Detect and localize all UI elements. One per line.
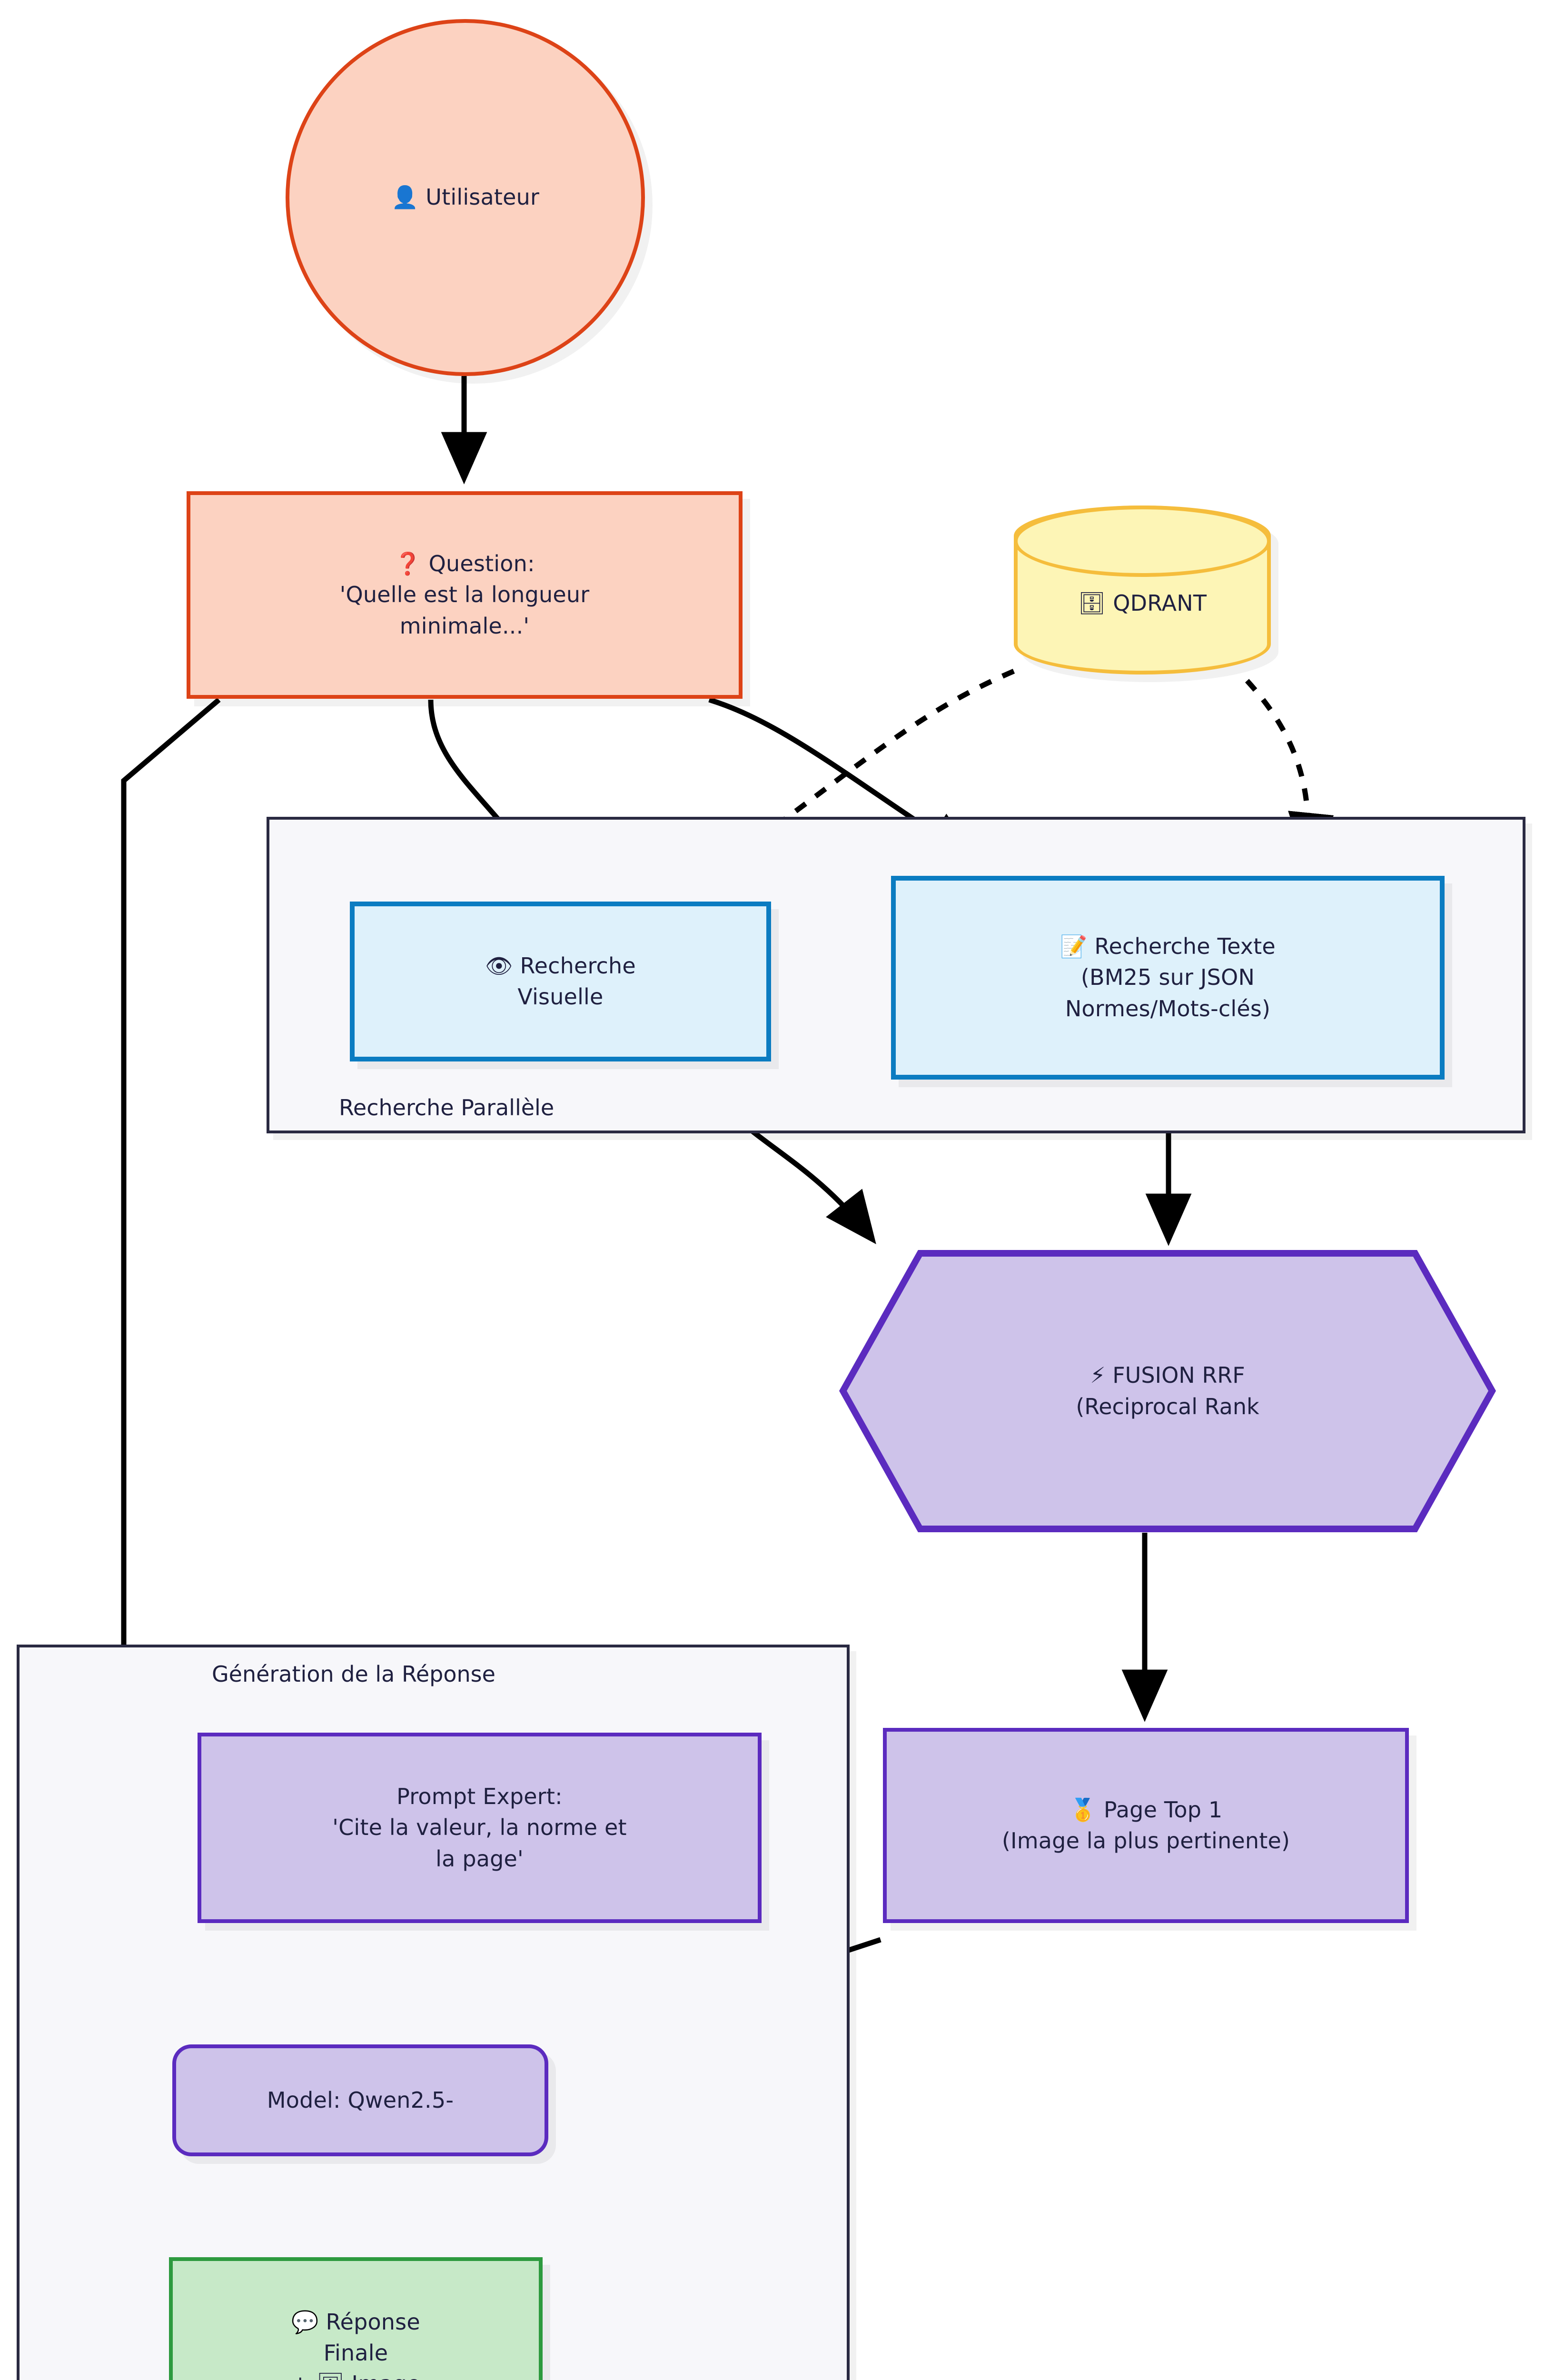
cylinder-cap [1014, 506, 1271, 577]
node-page-top-1[interactable]: 🥇 Page Top 1 (Image la plus pertinente) [883, 1728, 1409, 1923]
node-utilisateur-label: Utilisateur [426, 184, 540, 210]
node-question-line3: minimale...' [399, 613, 530, 639]
eye-icon: 👁 [485, 952, 513, 979]
node-model-label: Model: Qwen2.5- [267, 2087, 454, 2113]
node-reponse-finale-line2: Finale [323, 2340, 388, 2366]
node-utilisateur[interactable]: 👤 Utilisateur [286, 19, 645, 376]
node-reponse-finale[interactable]: 💬 Réponse Finale + 🖼 Image [169, 2257, 543, 2380]
node-prompt-expert-line3: la page' [436, 1845, 524, 1872]
node-fusion-rrf[interactable]: ⚡ FUSION RRF (Reciprocal Rank [839, 1250, 1496, 1533]
person-icon: 👤 [391, 184, 419, 210]
node-qdrant[interactable]: 🗄 QDRANT [1014, 506, 1271, 674]
speech-balloon-icon: 💬 [291, 2309, 319, 2335]
node-question-line2: 'Quelle est la longueur [339, 582, 590, 608]
node-fusion-line1: FUSION RRF [1112, 1362, 1245, 1388]
node-prompt-expert[interactable]: Prompt Expert: 'Cite la valeur, la norme… [198, 1733, 762, 1923]
node-page-top-1-line2: (Image la plus pertinente) [1001, 1828, 1290, 1854]
framed-picture-icon: 🖼 [317, 2371, 345, 2380]
node-recherche-texte-line3: Normes/Mots-clés) [1065, 995, 1271, 1021]
node-reponse-finale-line1: Réponse [326, 2309, 420, 2335]
subgraph-recherche-parallele-title: Recherche Parallèle [339, 1095, 555, 1121]
node-recherche-visuelle-line1: Recherche [520, 952, 636, 979]
node-page-top-1-line1: Page Top 1 [1103, 1796, 1223, 1823]
node-qdrant-label: QDRANT [1113, 590, 1207, 616]
node-recherche-visuelle-line2: Visuelle [517, 984, 604, 1010]
hexagon-shape [839, 1250, 1496, 1532]
node-fusion-line2: (Reciprocal Rank [1076, 1393, 1259, 1419]
node-question[interactable]: ❓ Question: 'Quelle est la longueur mini… [187, 491, 743, 699]
node-recherche-texte-line1: Recherche Texte [1094, 933, 1276, 960]
medal-icon: 🥇 [1069, 1796, 1097, 1823]
node-prompt-expert-line1: Prompt Expert: [396, 1784, 563, 1810]
subgraph-generation-title: Génération de la Réponse [212, 1661, 495, 1687]
lightning-icon: ⚡ [1090, 1362, 1106, 1388]
question-mark-icon: ❓ [394, 551, 422, 577]
node-model[interactable]: Model: Qwen2.5- [172, 2044, 548, 2156]
database-icon: 🗄 [1078, 590, 1106, 616]
node-recherche-visuelle[interactable]: 👁 Recherche Visuelle [350, 902, 771, 1061]
node-reponse-finale-line3-prefix: + [291, 2371, 317, 2380]
memo-icon: 📝 [1060, 933, 1088, 960]
node-question-line1: Question: [428, 551, 535, 577]
node-reponse-finale-line3-suffix: Image [351, 2371, 420, 2380]
node-prompt-expert-line2: 'Cite la valeur, la norme et [332, 1815, 627, 1841]
node-recherche-texte[interactable]: 📝 Recherche Texte (BM25 sur JSON Normes/… [891, 876, 1445, 1080]
node-recherche-texte-line2: (BM25 sur JSON [1080, 964, 1255, 991]
